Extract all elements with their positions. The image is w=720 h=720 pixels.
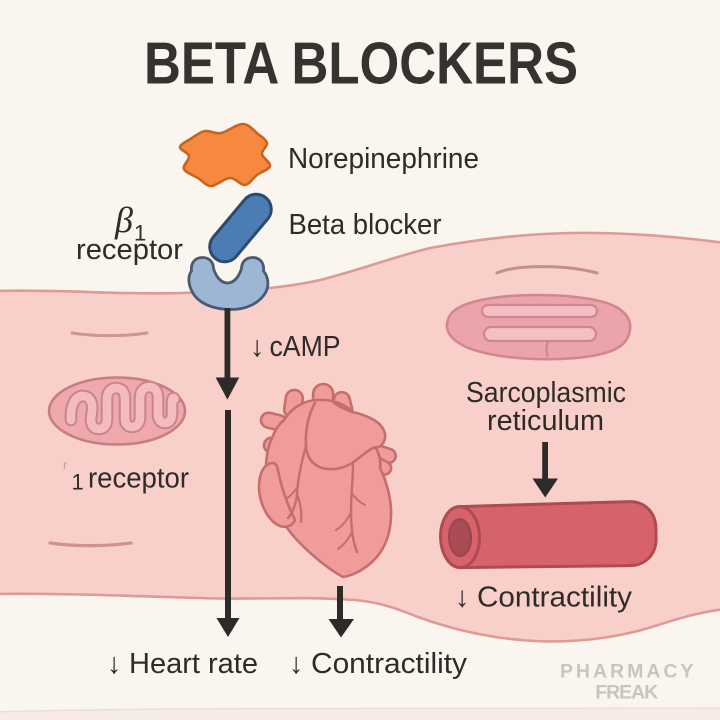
svg-text:↓: ↓ (455, 582, 470, 614)
svg-text:Contractility: Contractility (311, 648, 467, 680)
svg-text:↓: ↓ (107, 648, 122, 680)
svg-text:1: 1 (134, 221, 146, 246)
svg-text:receptor: receptor (76, 234, 183, 266)
svg-text:FREAK: FREAK (595, 682, 658, 704)
svg-text:r: r (63, 458, 67, 472)
svg-text:Sarcoplasmic: Sarcoplasmic (466, 377, 626, 409)
svg-text:β: β (114, 200, 133, 240)
svg-text:cAMP: cAMP (270, 331, 341, 363)
svg-text:BETA BLOCKERS: BETA BLOCKERS (144, 31, 578, 97)
svg-text:Beta blocker: Beta blocker (289, 209, 442, 241)
svg-text:Norepinephrine: Norepinephrine (288, 143, 479, 175)
svg-text:receptor: receptor (88, 463, 189, 495)
svg-text:↓: ↓ (250, 331, 265, 363)
svg-text:PHARMACY: PHARMACY (560, 661, 694, 683)
svg-text:Contractility: Contractility (477, 582, 632, 614)
svg-text:↓: ↓ (289, 648, 304, 680)
svg-text:1: 1 (72, 470, 84, 495)
svg-text:reticulum: reticulum (487, 405, 604, 437)
svg-text:Heart rate: Heart rate (129, 648, 258, 680)
